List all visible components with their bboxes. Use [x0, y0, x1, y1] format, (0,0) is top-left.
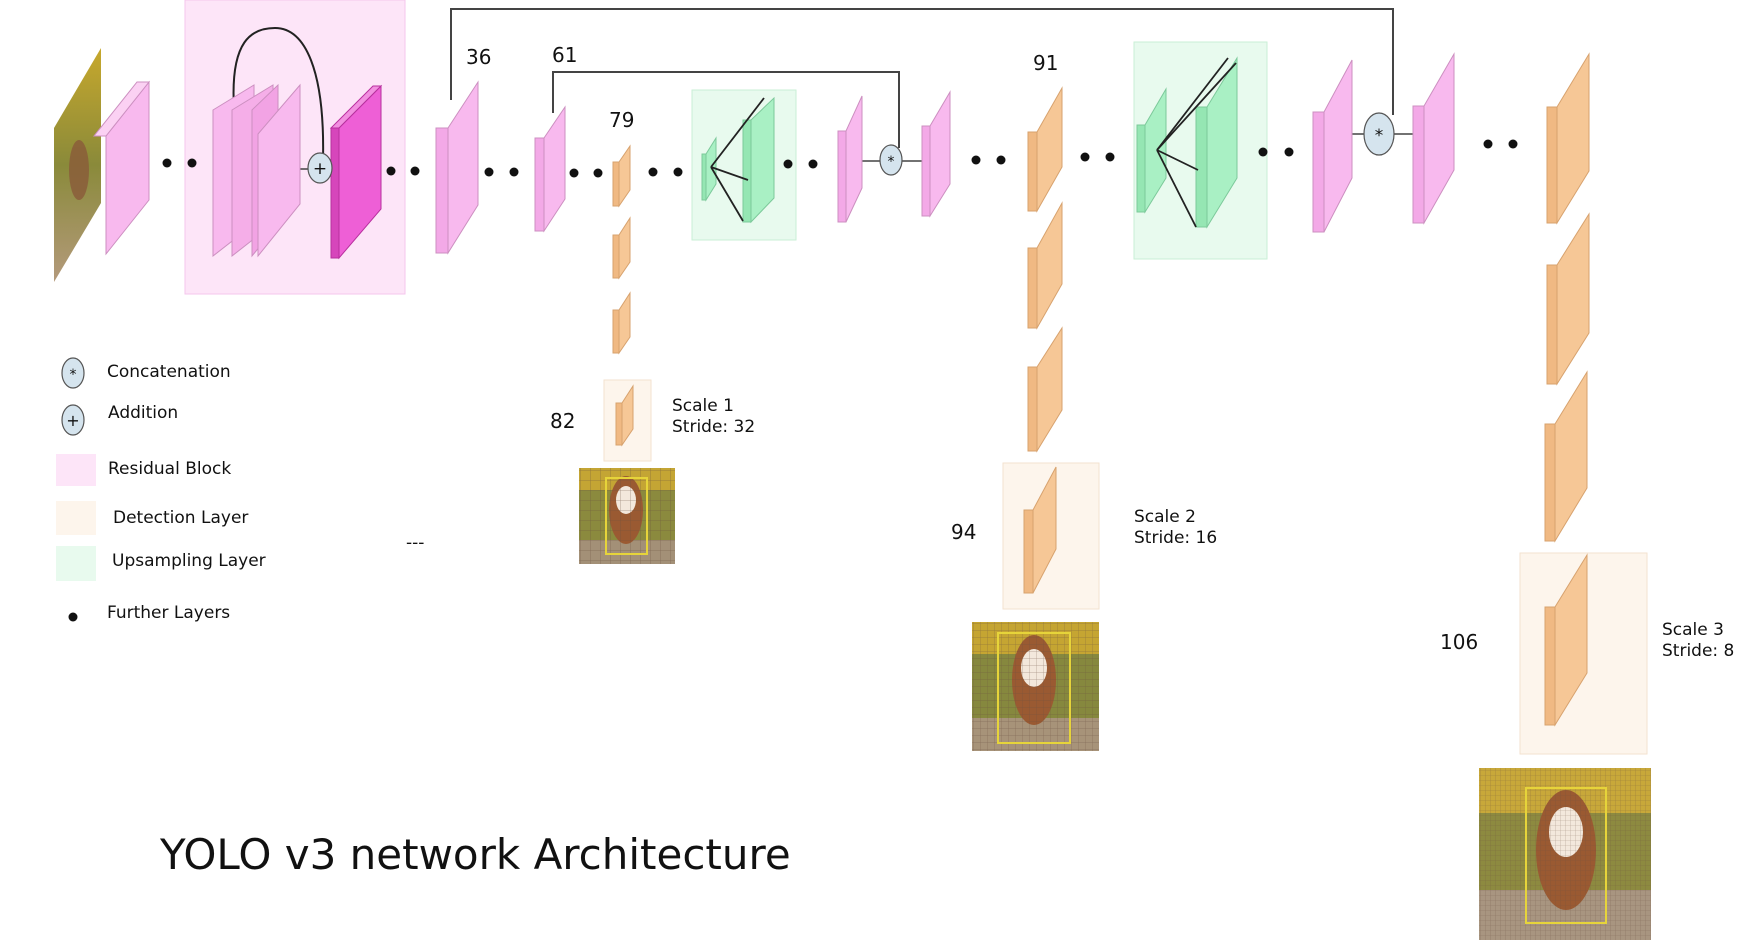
- layer-pink-after-up1: [837, 95, 863, 223]
- detection-layer-91: [1027, 86, 1063, 213]
- legend-residual-label: Residual Block: [108, 459, 232, 479]
- svg-text:+: +: [66, 411, 79, 430]
- scale-1-stride: Stride: 32: [672, 417, 756, 437]
- layer-pink-after-concat1: [921, 90, 951, 218]
- scale-1-title: Scale 1: [672, 396, 734, 416]
- output-image-scale3: [1479, 768, 1651, 940]
- detection-layer: [612, 291, 631, 355]
- scale-3-stride: Stride: 8: [1662, 641, 1735, 661]
- layer-pink-after-up2: [1312, 59, 1353, 233]
- addition-output-layer: [329, 84, 383, 260]
- svg-text:*: *: [70, 367, 77, 383]
- scale-1-label: Scale 1 Stride: 32: [672, 396, 755, 438]
- detection-layer-82: [615, 384, 634, 447]
- legend-detection-label: Detection Layer: [113, 508, 249, 528]
- concatenation-operator-1: *: [879, 144, 903, 176]
- layer-number-94: 94: [951, 520, 977, 544]
- separator-dashes: ---: [406, 533, 425, 553]
- detection-layer: [612, 216, 631, 280]
- scale-2-stride: Stride: 16: [1134, 528, 1218, 548]
- detection-layer-79: [612, 144, 631, 208]
- detection-layer: [1546, 52, 1590, 225]
- legend-addition-label: Addition: [108, 403, 179, 423]
- upsampling-layer-1: [701, 96, 775, 224]
- layer-number-36: 36: [466, 45, 492, 69]
- detection-layer: [1546, 212, 1590, 386]
- svg-text:+: +: [313, 159, 327, 179]
- conv-layer: [92, 80, 151, 256]
- input-image-dog: [69, 140, 89, 200]
- diagram-title: YOLO v3 network Architecture: [160, 830, 791, 879]
- legend-further-label: Further Layers: [107, 603, 231, 623]
- legend-concatenation-icon: *: [61, 357, 85, 389]
- layer-36: [435, 80, 479, 255]
- svg-text:*: *: [888, 154, 895, 170]
- output-image-scale2: [972, 622, 1099, 751]
- scale-2-title: Scale 2: [1134, 507, 1196, 527]
- detection-layer-94: [1023, 466, 1057, 594]
- further-layers-dots: [162, 139, 1518, 178]
- addition-operator: +: [307, 152, 333, 184]
- detection-layer-106: [1544, 553, 1588, 727]
- residual-arc: [232, 26, 325, 161]
- legend-further-dot: [68, 612, 78, 622]
- scale-3-title: Scale 3: [1662, 620, 1724, 640]
- upsampling-layer-2: [1136, 56, 1238, 229]
- legend-detection-swatch: [56, 501, 96, 535]
- output-image-scale1: [579, 468, 675, 564]
- legend-upsampling-swatch: [56, 546, 96, 581]
- legend-residual-swatch: [56, 454, 96, 486]
- detection-layer: [1544, 370, 1588, 543]
- layer-number-91: 91: [1033, 51, 1059, 75]
- layer-number-82: 82: [550, 409, 576, 433]
- layer-pink-after-concat2: [1412, 52, 1455, 225]
- detection-region-scale1: [603, 379, 652, 462]
- legend-concatenation-label: Concatenation: [107, 362, 231, 382]
- residual-layer: [257, 83, 301, 258]
- detection-layer: [1027, 326, 1063, 453]
- skip-connection-61: [552, 71, 900, 148]
- detection-layer: [1027, 201, 1063, 330]
- scale-2-label: Scale 2 Stride: 16: [1134, 507, 1217, 549]
- svg-text:*: *: [1375, 126, 1384, 146]
- layer-number-79: 79: [609, 108, 635, 132]
- legend-upsampling-label: Upsampling Layer: [112, 551, 266, 571]
- legend-addition-icon: +: [61, 404, 85, 436]
- layer-61: [534, 105, 566, 233]
- skip-connection-36: [450, 8, 1394, 115]
- scale-3-label: Scale 3 Stride: 8: [1662, 620, 1734, 662]
- layer-number-106: 106: [1440, 630, 1479, 654]
- concatenation-operator-2: *: [1363, 112, 1395, 156]
- layer-number-61: 61: [552, 43, 578, 67]
